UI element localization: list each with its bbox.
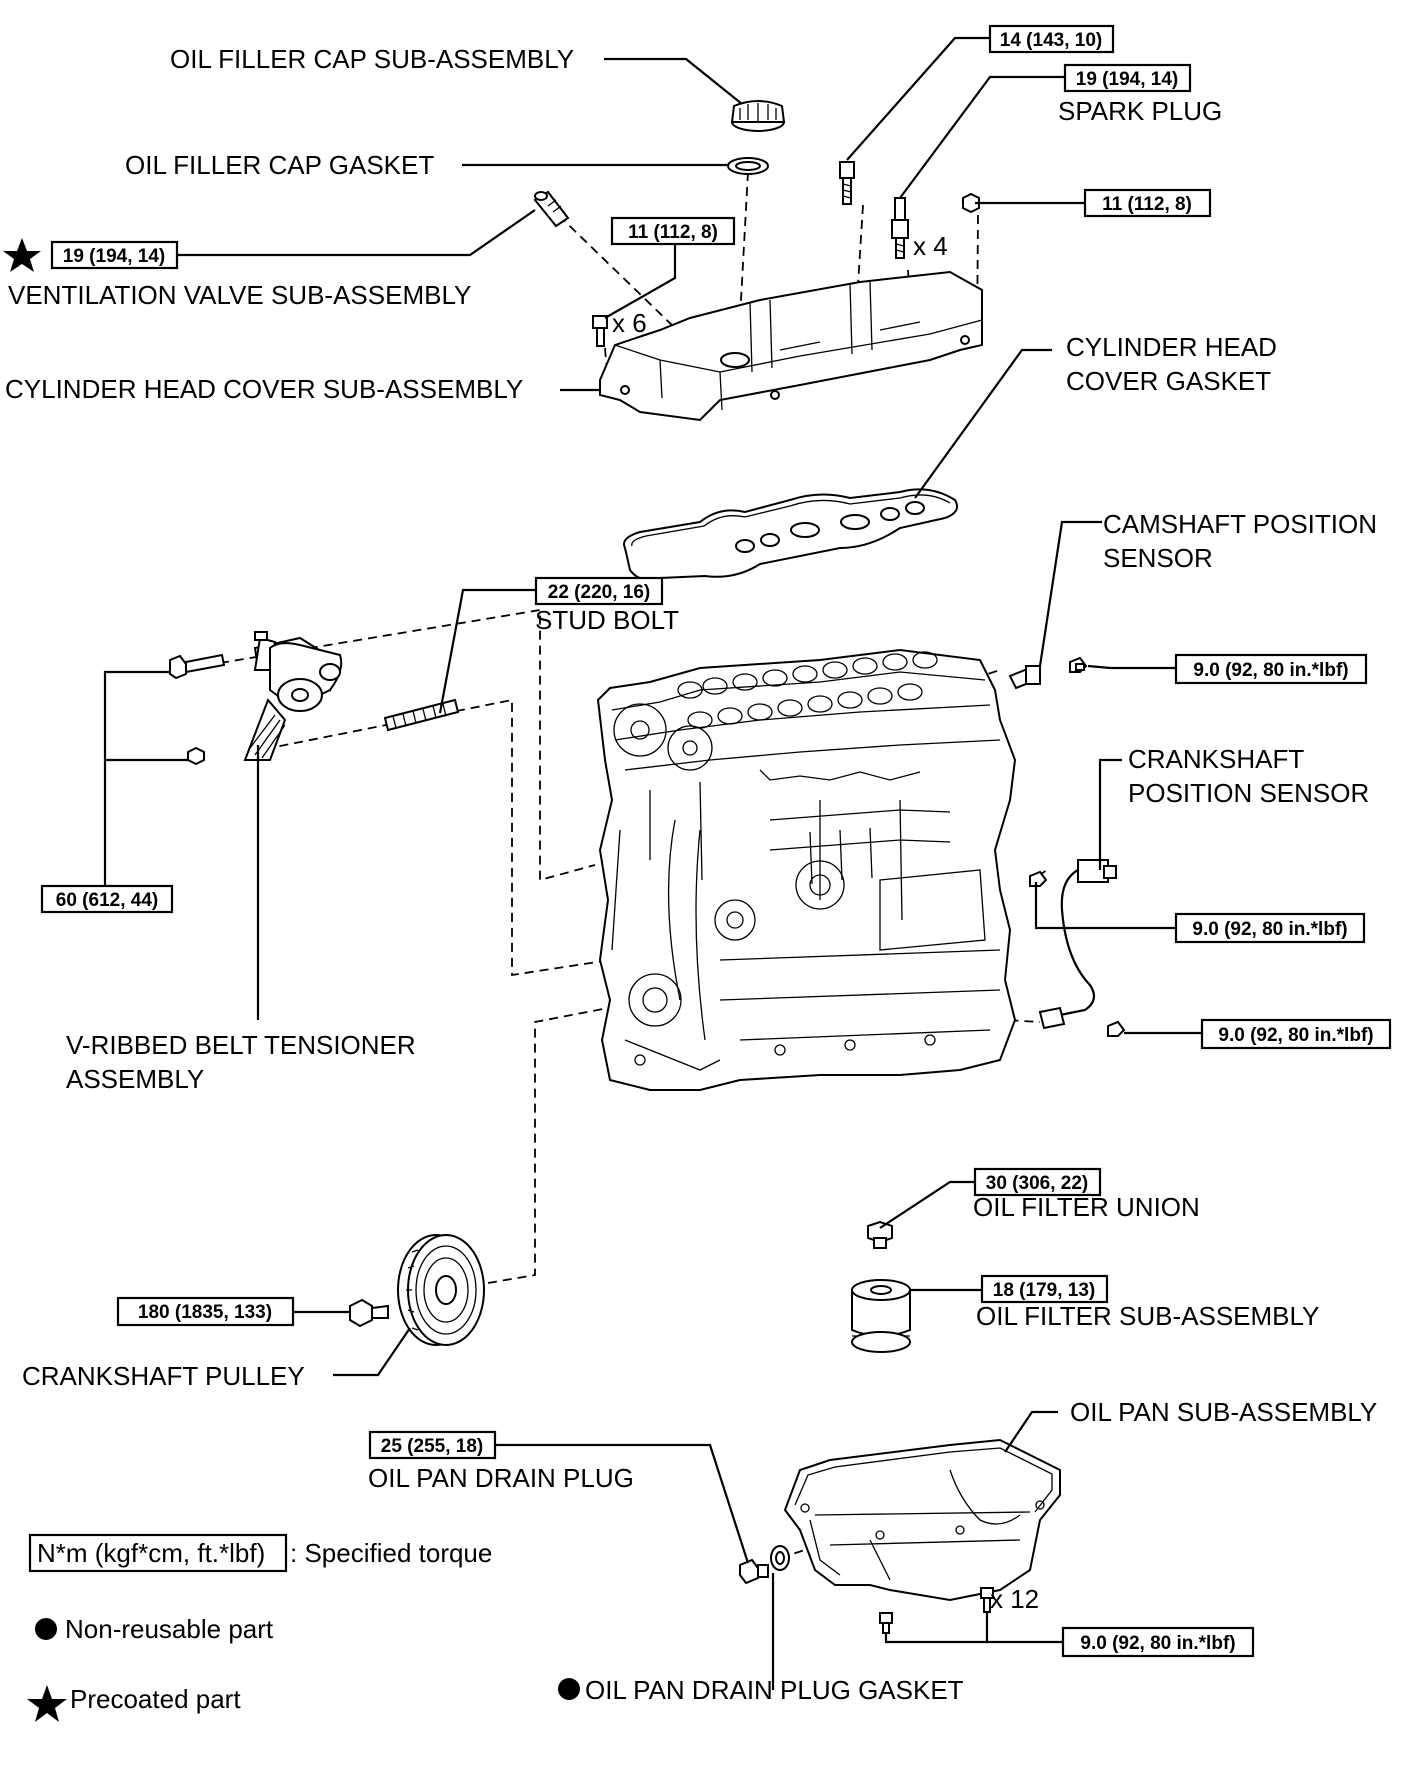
precoated-marker-ventilation-valve [3, 238, 41, 272]
torque-value: 60 (612, 44) [56, 890, 158, 911]
cylinder-head-cover [599, 270, 983, 422]
oil-pan-drain-plug [739, 1558, 769, 1585]
oil-filter-union [867, 1220, 893, 1249]
torque-value: 9.0 (92, 80 in.*lbf) [1080, 1633, 1235, 1654]
cam-sprockets [613, 703, 713, 771]
spark-plug [891, 197, 909, 259]
label-oil-filler-cap: OIL FILLER CAP SUB-ASSEMBLY [170, 44, 574, 74]
crankshaft-pulley [397, 1234, 485, 1346]
legend: N*m (kgf*cm, ft.*lbf) : Specified torque… [27, 1533, 492, 1722]
label-cover-gasket-line1: CYLINDER HEAD [1066, 332, 1277, 362]
label-oil-filler-cap-gasket: OIL FILLER CAP GASKET [125, 150, 434, 180]
crankshaft-sensor-bolt-upper [1029, 870, 1048, 887]
torque-value: 11 (112, 8) [1102, 194, 1192, 215]
legend-torque-box: N*m (kgf*cm, ft.*lbf) [37, 1538, 265, 1568]
engine-block [596, 648, 1017, 1091]
cylinder-head-cover-gasket [623, 488, 958, 581]
label-ventilation-valve: VENTILATION VALVE SUB-ASSEMBLY [8, 280, 471, 310]
torque-spec-stud-bolt: 22 (220, 16) [534, 576, 664, 606]
torque-spec-cover-nut: 11 (112, 8) [1083, 188, 1212, 218]
torque-spec-cover-bolts: 11 (112, 8) [610, 216, 736, 246]
torque-spec-oil-filter-union: 30 (306, 22) [973, 1167, 1102, 1197]
torque-spec-ventilation-valve: 19 (194, 14) [50, 240, 179, 270]
torque-value: 25 (255, 18) [381, 1436, 483, 1457]
label-belt-tensioner-line2: ASSEMBLY [66, 1064, 204, 1094]
crankshaft-sensor-bolt-lower [1107, 1020, 1126, 1037]
oil-pan-drain-plug-gasket [770, 1545, 790, 1571]
leader-lines [103, 36, 1202, 1690]
oil-filter [851, 1279, 911, 1353]
belt-tensioner-bolt [169, 653, 226, 680]
filled-circle-icon [558, 1678, 580, 1700]
label-oil-pan-drain-plug: OIL PAN DRAIN PLUG [368, 1463, 634, 1493]
label-spark-plug: SPARK PLUG [1058, 96, 1222, 126]
label-crankshaft-pulley: CRANKSHAFT PULLEY [22, 1361, 305, 1391]
torque-value: 19 (194, 14) [63, 246, 165, 267]
label-crankshaft-sensor-line1: CRANKSHAFT [1128, 744, 1304, 774]
label-stud-bolt: STUD BOLT [535, 605, 679, 635]
label-belt-tensioner-line1: V-RIBBED BELT TENSIONER [66, 1030, 416, 1060]
torque-value: 14 (143, 10) [1000, 30, 1102, 51]
qty-cover-bolts: x 6 [612, 308, 647, 338]
torque-spec-crankshaft-pulley: 180 (1835, 133) [116, 1296, 295, 1327]
cover-bolt [592, 315, 608, 347]
cover-stud-bolt [839, 161, 855, 205]
label-crankshaft-sensor-line2: POSITION SENSOR [1128, 778, 1369, 808]
torque-value: 19 (194, 14) [1076, 69, 1178, 90]
torque-spec-spark-plug: 19 (194, 14) [1063, 63, 1192, 93]
torque-spec-belt-tensioner: 60 (612, 44) [40, 884, 174, 914]
label-oil-pan: OIL PAN SUB-ASSEMBLY [1070, 1397, 1377, 1427]
stud-bolt [383, 698, 460, 732]
torque-value: 9.0 (92, 80 in.*lbf) [1193, 660, 1348, 681]
filled-circle-icon [35, 1618, 57, 1640]
torque-value: 30 (306, 22) [986, 1173, 1088, 1194]
label-oil-filter-union: OIL FILTER UNION [973, 1192, 1200, 1222]
crankshaft-pulley-bolt [349, 1298, 389, 1328]
part-labels: OIL FILLER CAP SUB-ASSEMBLY OIL FILLER C… [5, 44, 1377, 1705]
torque-value: 22 (220, 16) [548, 582, 650, 603]
camshaft-lobes [677, 651, 938, 729]
oil-filler-cap-gasket [727, 157, 769, 175]
torque-spec-camshaft-sensor: 9.0 (92, 80 in.*lbf) [1174, 653, 1368, 685]
ventilation-valve [533, 190, 570, 228]
legend-precoated: Precoated part [70, 1684, 241, 1714]
torque-spec-crankshaft-sensor-lower: 9.0 (92, 80 in.*lbf) [1200, 1018, 1392, 1050]
label-oil-filter: OIL FILTER SUB-ASSEMBLY [976, 1301, 1319, 1331]
oil-pan [783, 1438, 1061, 1602]
torque-value: 9.0 (92, 80 in.*lbf) [1218, 1025, 1373, 1046]
torque-value: 18 (179, 13) [993, 1280, 1095, 1301]
belt-tensioner-nut [187, 746, 205, 766]
torque-value: 180 (1835, 133) [138, 1302, 272, 1323]
legend-non-reusable: Non-reusable part [65, 1614, 274, 1644]
torque-spec-oil-pan-bolts: 9.0 (92, 80 in.*lbf) [1061, 1626, 1255, 1658]
camshaft-position-sensor [1008, 665, 1041, 690]
label-oil-pan-drain-plug-gasket: OIL PAN DRAIN PLUG GASKET [585, 1675, 964, 1705]
qty-oil-pan-bolts: x 12 [990, 1584, 1039, 1614]
v-ribbed-belt-tensioner [243, 631, 343, 761]
non-reusable-marker-drain-gasket [558, 1678, 580, 1700]
label-cover-gasket-line2: COVER GASKET [1066, 366, 1271, 396]
oil-filler-cap [730, 100, 786, 132]
star-icon [3, 238, 41, 272]
qty-spark-plug: x 4 [913, 231, 948, 261]
label-camshaft-sensor-line1: CAMSHAFT POSITION [1103, 509, 1377, 539]
torque-spec-oil-filter: 18 (179, 13) [980, 1274, 1109, 1304]
torque-spec-crankshaft-sensor-upper: 9.0 (92, 80 in.*lbf) [1174, 912, 1366, 944]
label-camshaft-sensor-line2: SENSOR [1103, 543, 1213, 573]
torque-spec-oil-pan-drain-plug: 25 (255, 18) [368, 1430, 497, 1460]
legend-torque-desc: : Specified torque [290, 1538, 492, 1568]
torque-spec-cover-stud: 14 (143, 10) [988, 24, 1115, 54]
quantity-marks: x 4 x 6 x 12 [612, 231, 1039, 1614]
camshaft-sensor-bolt [1069, 656, 1088, 673]
cover-nut [962, 192, 980, 214]
torque-value: 9.0 (92, 80 in.*lbf) [1192, 919, 1347, 940]
torque-value: 11 (112, 8) [628, 222, 718, 243]
star-icon [27, 1685, 67, 1722]
crankshaft-position-sensor [1038, 859, 1117, 1030]
label-cylinder-head-cover: CYLINDER HEAD COVER SUB-ASSEMBLY [5, 374, 523, 404]
